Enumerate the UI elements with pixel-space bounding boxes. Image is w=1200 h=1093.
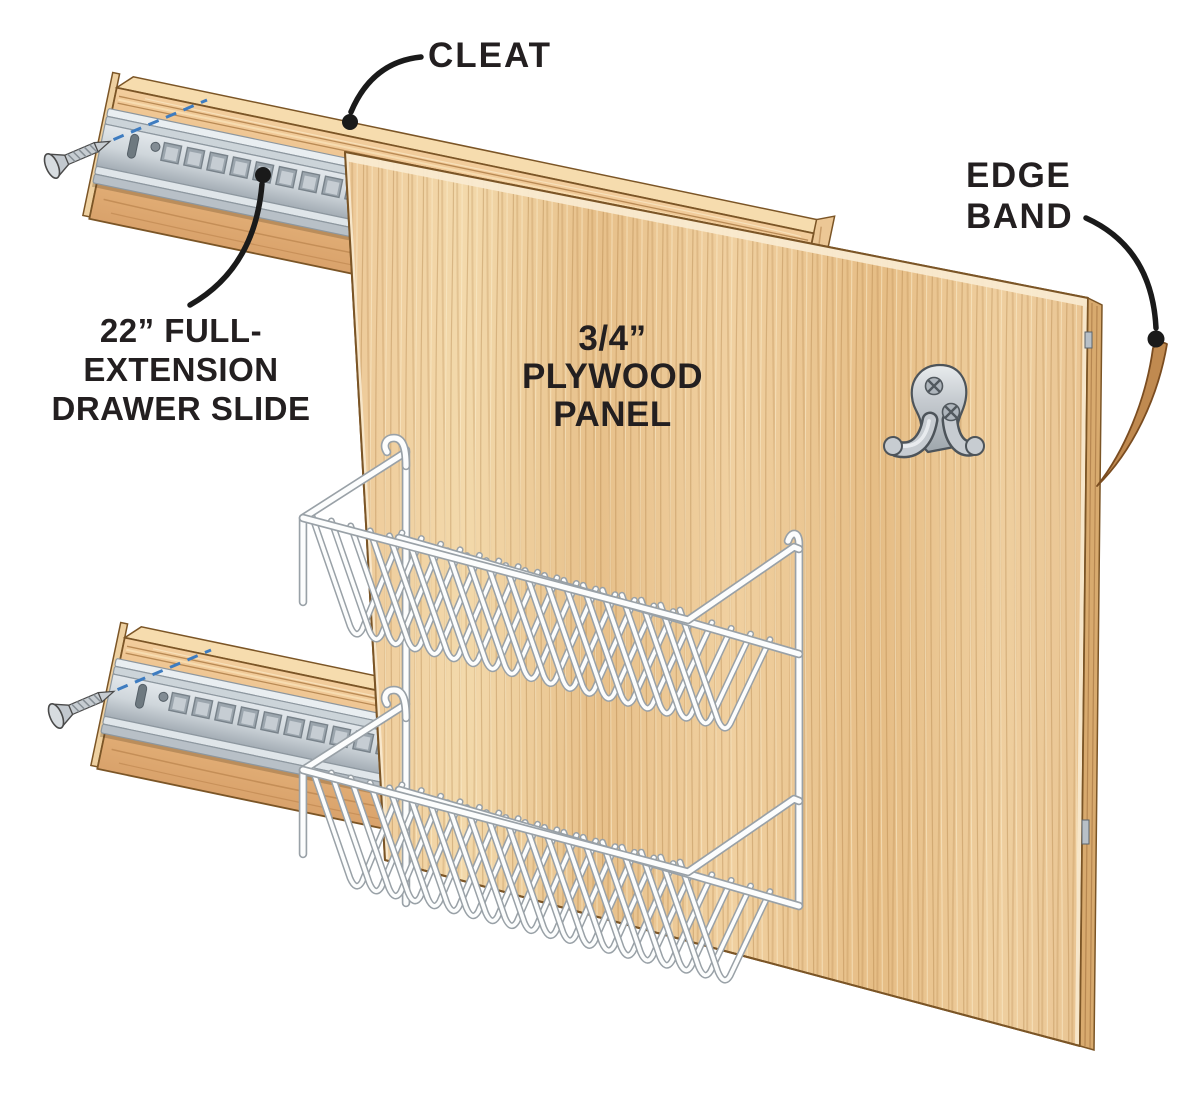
bottom-screw-guide-line <box>99 648 212 699</box>
slide-leader <box>187 181 265 308</box>
label-plywood-panel: 3/4” PLYWOOD PANEL <box>521 319 704 434</box>
top-screw-guide-line <box>95 98 208 149</box>
slide-end-clip-bottom <box>1081 819 1090 845</box>
edgeband-leader-dot <box>1147 330 1165 348</box>
edge-band-curl <box>1096 341 1168 487</box>
wire-baskets <box>298 433 804 984</box>
hook-screw-bottom <box>941 402 961 422</box>
cleat-leader-dot <box>342 114 358 130</box>
hook-screw-top <box>924 376 944 396</box>
edgeband-leader <box>1083 215 1159 331</box>
cleat-leader <box>348 54 424 115</box>
upper-wire-basket <box>298 447 804 732</box>
leader-lines <box>187 54 1165 348</box>
label-drawer-slide: 22” FULL- EXTENSION DRAWER SLIDE <box>51 312 311 427</box>
slide-end-clip-top <box>1084 331 1093 349</box>
label-cleat: CLEAT <box>428 36 553 75</box>
lower-wire-basket <box>298 699 804 984</box>
slide-leader-dot <box>255 167 271 183</box>
label-edge-band: EDGE BAND <box>966 156 1074 236</box>
double-hook <box>883 363 985 459</box>
